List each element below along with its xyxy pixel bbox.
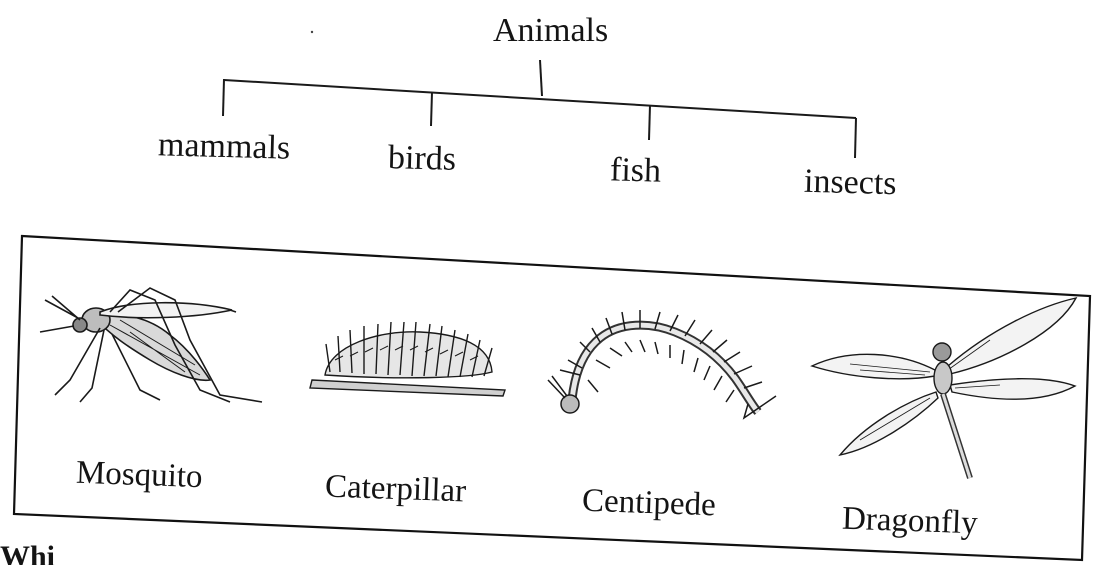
dragonfly-icon: [812, 298, 1076, 478]
creature-label-dragonfly: Dragonfly: [841, 503, 978, 541]
cut-off-question-text: Whi: [0, 542, 55, 565]
centipede-icon: [548, 310, 776, 418]
creature-label-caterpillar: Caterpillar: [324, 471, 466, 509]
creature-label-centipede: Centipede: [581, 485, 716, 523]
caterpillar-icon: [310, 322, 505, 396]
creature-label-mosquito: Mosquito: [75, 457, 203, 494]
mosquito-icon: [40, 288, 262, 402]
